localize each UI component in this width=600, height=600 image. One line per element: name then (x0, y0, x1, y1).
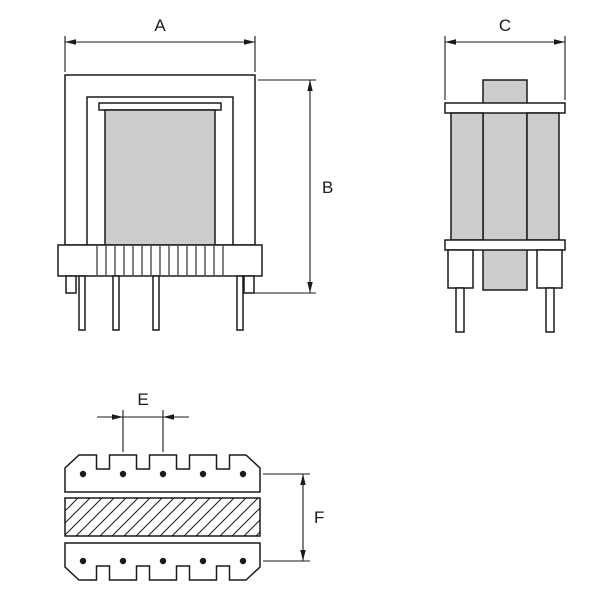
pin-dot (199, 557, 207, 565)
pin-front-2 (112, 275, 120, 331)
dim-f-arrow-top (300, 474, 306, 485)
front-view (57, 74, 263, 331)
pin-front-4 (236, 275, 244, 331)
dimension-label-a: A (154, 16, 166, 35)
winding-front (104, 109, 216, 246)
pin-dot (239, 470, 247, 478)
dim-b-arrow-top (307, 80, 313, 91)
pin-dot (239, 557, 247, 565)
drawing-root: A C B E F (57, 16, 566, 581)
dim-c-arrow-left (445, 39, 456, 45)
pin-dot (159, 470, 167, 478)
side-view (444, 79, 566, 333)
pin-dot (159, 557, 167, 565)
dimension-label-f: F (314, 508, 324, 527)
pin-dot (119, 470, 127, 478)
dim-a-arrow-left (65, 39, 76, 45)
winding-side-right (526, 112, 560, 241)
pin-dot (199, 470, 207, 478)
mount-stub-right (243, 275, 255, 294)
core-cross-section-hatched (64, 497, 261, 537)
mount-stub-left (65, 275, 77, 294)
bobbin-top-flange (98, 102, 222, 111)
pin-side-left (455, 287, 465, 333)
bobbin-flange-top-side (444, 102, 566, 114)
winding-side-left (450, 112, 484, 241)
base-comb-lines (96, 246, 224, 275)
dim-a-arrow-right (244, 39, 255, 45)
bobbin-flange-bottom-side (444, 239, 566, 251)
pin-side-right (545, 287, 555, 333)
leg-left-side (447, 249, 474, 289)
dim-c-extension-lines (444, 36, 566, 100)
pin-front-1 (78, 275, 86, 331)
dimensions: A C B E F (64, 16, 566, 562)
dimension-label-b: B (322, 178, 333, 197)
dim-f-arrow-bottom (300, 550, 306, 561)
bottom-view (64, 454, 261, 581)
leg-right-side (536, 249, 563, 289)
dimension-arrowheads (65, 39, 565, 561)
pin-front-3 (152, 275, 160, 331)
dimension-labels: A C B E F (137, 16, 511, 527)
pin-dots (79, 470, 247, 565)
pin-dot (79, 470, 87, 478)
dimension-label-e: E (137, 390, 148, 409)
core-window-line (86, 96, 234, 245)
dim-b-arrow-bottom (307, 282, 313, 293)
dim-b-extension-lines (248, 79, 316, 294)
dim-f-extension-lines (263, 473, 310, 562)
dim-c-arrow-right (554, 39, 565, 45)
dimension-label-c: C (499, 16, 511, 35)
pin-dot (119, 557, 127, 565)
pin-dot (79, 557, 87, 565)
dim-e-arrow-left (112, 414, 123, 420)
dim-e-arrow-right (163, 414, 174, 420)
